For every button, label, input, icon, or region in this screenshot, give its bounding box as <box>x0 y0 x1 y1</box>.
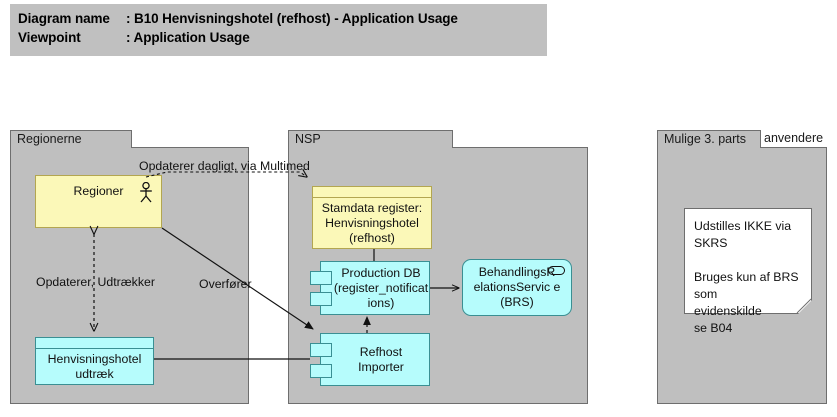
diagram-name-value: : B10 Henvisningshotel (refhost) - Appli… <box>126 11 458 26</box>
note-skrs[interactable]: Udstilles IKKE via SKRS Bruges kun af BR… <box>684 208 812 335</box>
node-stamdata-register-band <box>313 187 431 198</box>
node-brs-label: BehandlingsR elationsServic e (BRS) <box>473 265 561 309</box>
node-brs[interactable]: BehandlingsR elationsServic e (BRS) <box>462 259 572 316</box>
viewpoint-row: Viewpoint : Application Usage <box>18 30 250 45</box>
viewpoint-key: Viewpoint <box>18 30 81 45</box>
diagram-name-row: Diagram name : B10 Henvisningshotel (refh… <box>18 11 458 26</box>
connector-label-overfoerer: Overfører <box>199 277 252 291</box>
node-refhost-importer-label: Refhost Importer <box>358 344 404 374</box>
component-tab-lower <box>310 292 332 306</box>
node-henvisningshotel-udtraek-label: Henvisningshotel udtræk <box>47 351 142 381</box>
group-third-party-label-overflow: anvendere <box>764 131 824 145</box>
actor-icon <box>138 181 154 206</box>
group-third-party-tab[interactable]: Mulige 3. parts <box>657 130 761 148</box>
node-henvisningshotel-udtraek[interactable]: Henvisningshotel udtræk <box>35 337 154 385</box>
node-henvisningshotel-udtraek-band <box>36 338 153 349</box>
node-stamdata-register-label: Stamdata register: Henvisningshotel (ref… <box>321 200 423 245</box>
note-skrs-text: Udstilles IKKE via SKRS Bruges kun af BR… <box>694 219 799 335</box>
connector-label-opdaterer-dagligt: Opdaterer dagligt, via Multimed <box>139 159 310 173</box>
node-production-db[interactable]: Production DB (register_notificat ions) <box>310 261 430 315</box>
group-nsp-label: NSP <box>295 132 321 146</box>
diagram-name-key: Diagram name <box>18 11 110 26</box>
node-stamdata-register[interactable]: Stamdata register: Henvisningshotel (ref… <box>312 186 432 249</box>
group-nsp-tab[interactable]: NSP <box>288 130 453 148</box>
viewpoint-value: : Application Usage <box>126 30 250 45</box>
diagram-title-banner: Diagram name : B10 Henvisningshotel (refh… <box>10 4 547 56</box>
connector-label-opdaterer-udtraekker: Opdaterer, Udtrækker <box>36 275 155 289</box>
group-regionerne-label: Regionerne <box>17 132 82 146</box>
node-regioner-label: Regioner <box>73 184 124 198</box>
group-third-party-label: Mulige 3. parts <box>664 132 746 146</box>
group-regionerne-tab[interactable]: Regionerne <box>10 130 132 148</box>
component-tab-lower <box>310 364 332 378</box>
component-tab-upper <box>310 343 332 357</box>
node-refhost-importer[interactable]: Refhost Importer <box>310 333 430 386</box>
component-tab-upper <box>310 271 332 285</box>
node-regioner[interactable]: Regioner <box>35 175 162 228</box>
rounded-service-icon <box>548 266 565 275</box>
node-production-db-label: Production DB (register_notificat ions) <box>333 265 429 310</box>
note-fold-corner <box>798 300 812 314</box>
